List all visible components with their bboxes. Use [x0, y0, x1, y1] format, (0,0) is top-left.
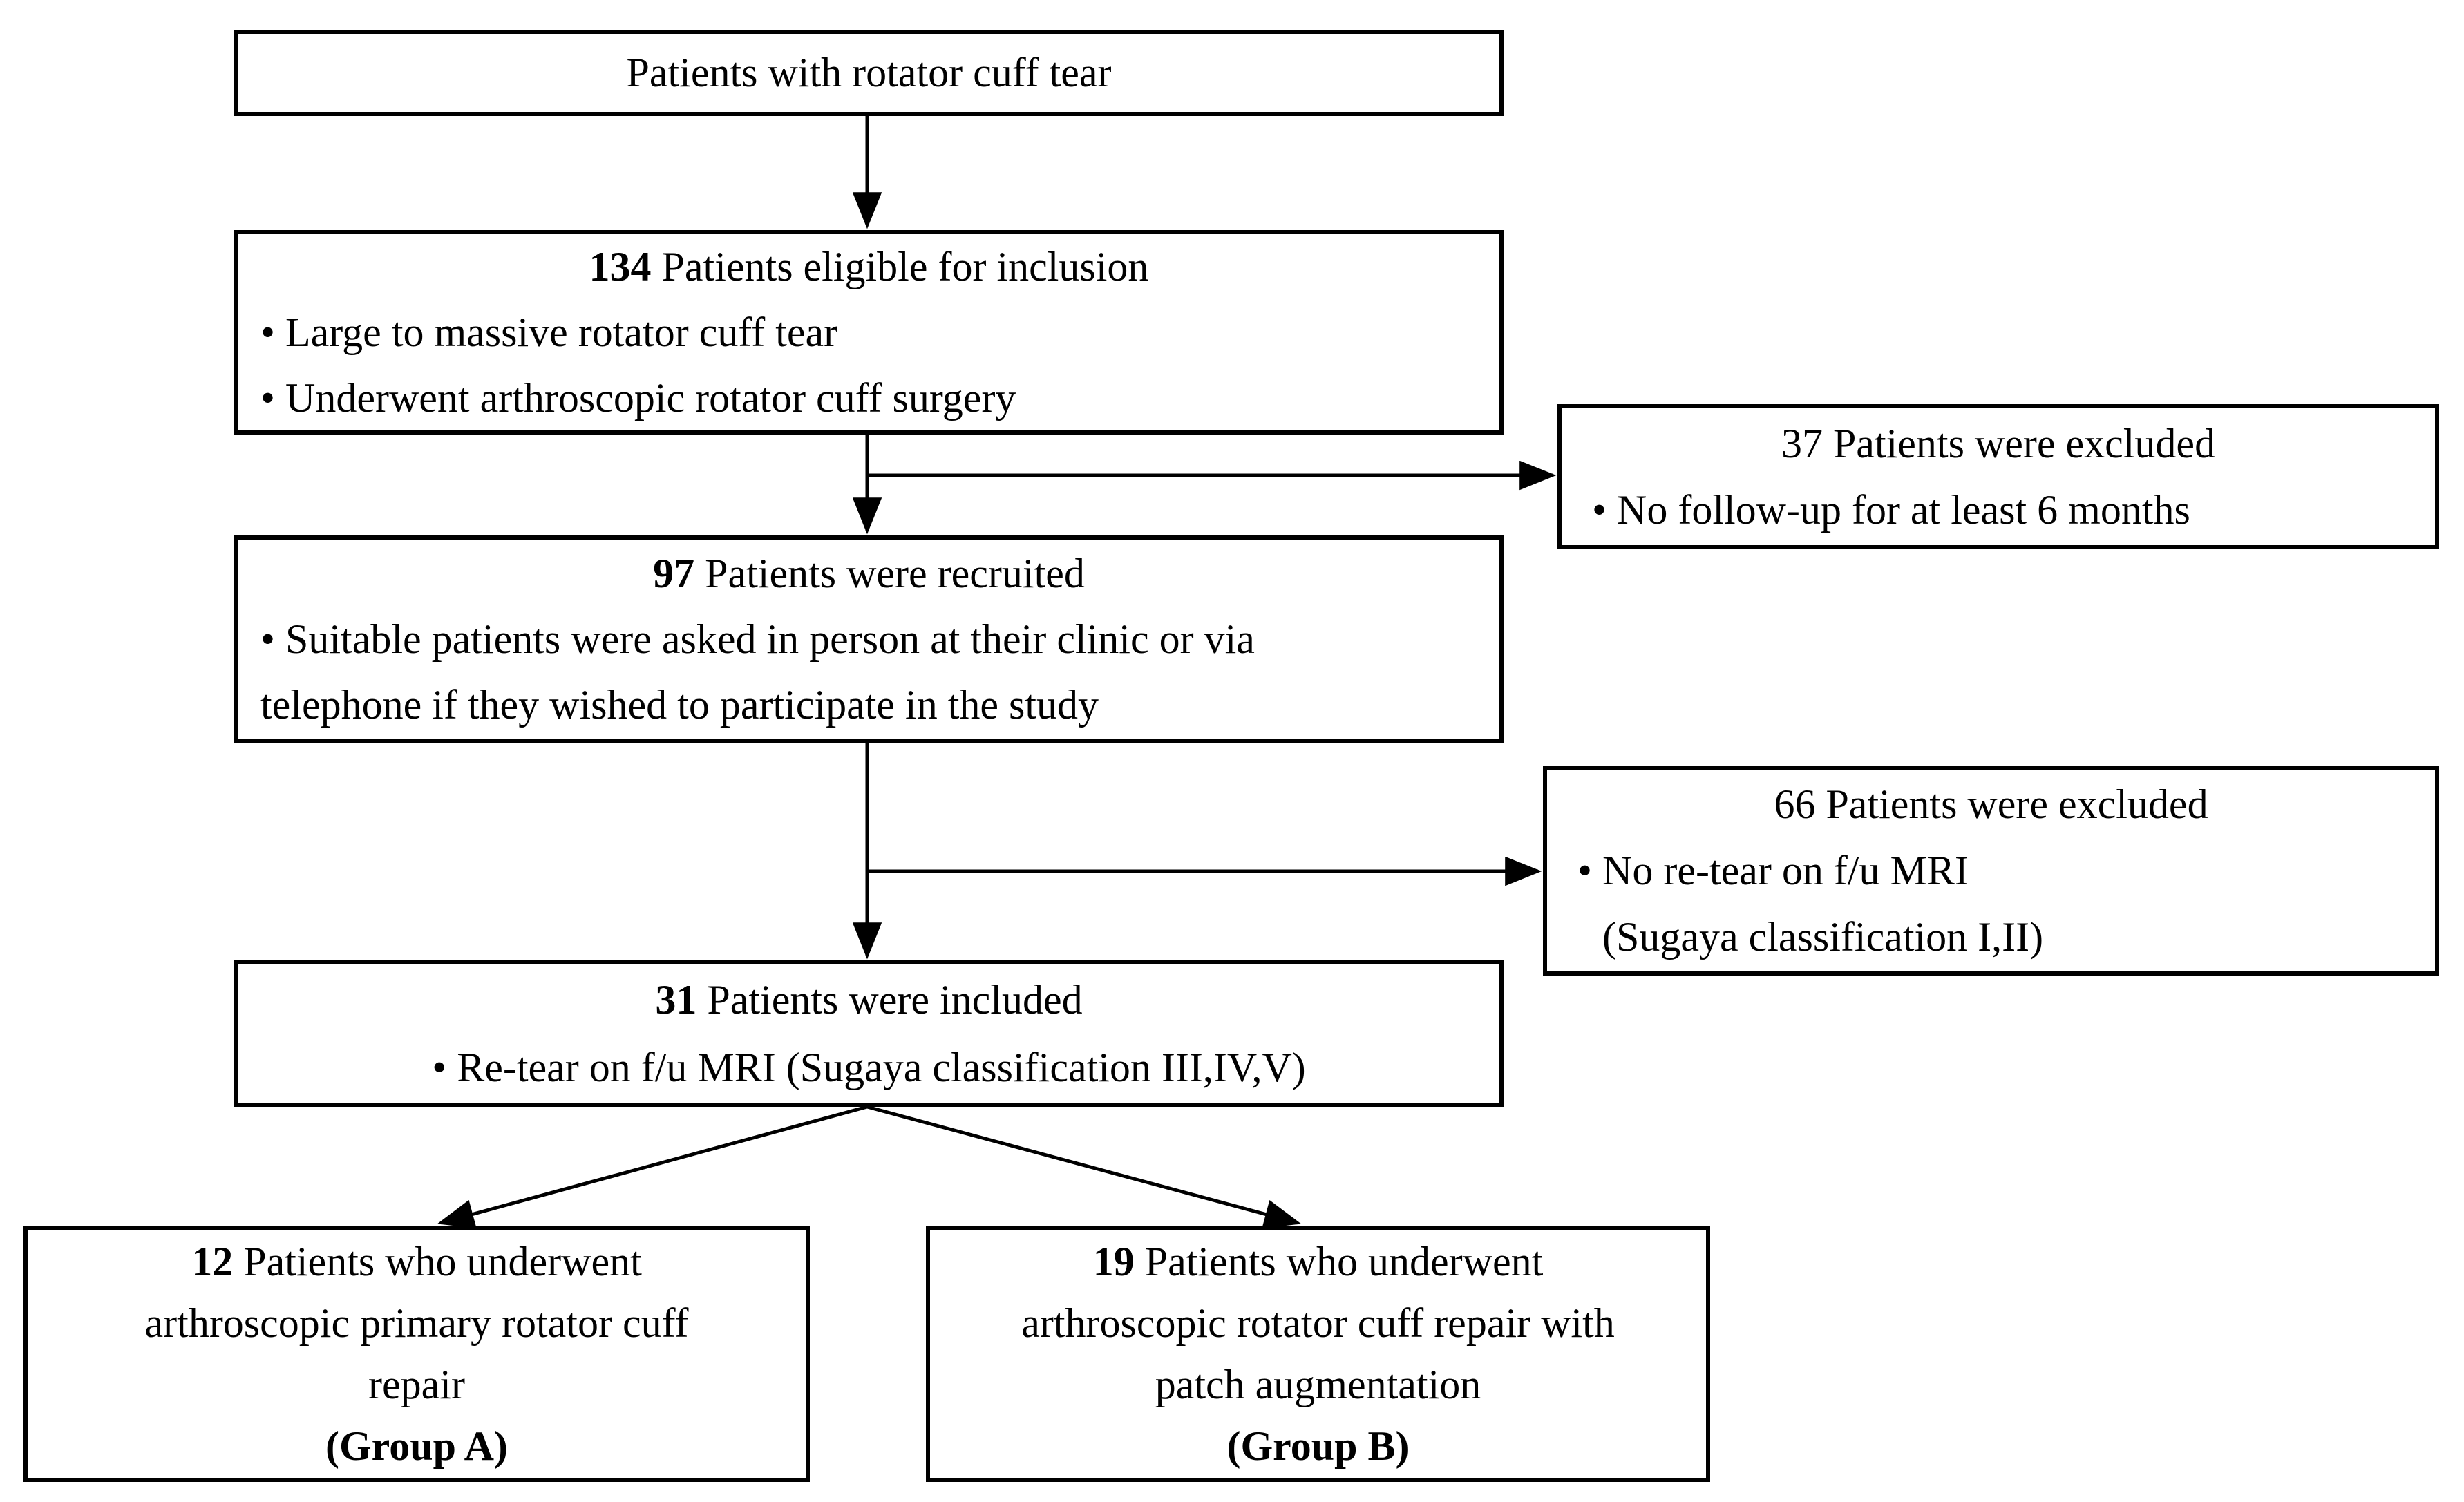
bullet-item-continuation: telephone if they wished to participate …: [260, 682, 1099, 728]
connector-included-to-group-a: [437, 1105, 868, 1228]
group-label: (Group B): [1226, 1423, 1410, 1469]
bullet-item: • Underwent arthroscopic rotator cuff su…: [260, 374, 1016, 421]
patient-count: 31: [655, 977, 697, 1023]
box-included: 31 Patients were included • Re-tear on f…: [234, 960, 1504, 1107]
bullet-item: • No follow-up for at least 6 months: [1592, 487, 2190, 533]
box-patients-rotator-cuff-tear: Patients with rotator cuff tear: [234, 30, 1504, 116]
bullet-item: • Large to massive rotator cuff tear: [260, 309, 838, 355]
box-excluded-no-followup: 37 Patients were excluded • No follow-up…: [1557, 404, 2439, 549]
box-title: 66 Patients were excluded: [1774, 781, 2208, 827]
box-text-line: arthroscopic rotator cuff repair with: [1021, 1300, 1615, 1346]
box-title-text: Patients eligible for inclusion: [651, 243, 1149, 289]
patient-count: 97: [653, 551, 695, 596]
box-text-line: repair: [368, 1362, 465, 1407]
connector-included-to-group-b: [866, 1105, 1302, 1229]
box-title-text: Patients who underwent: [233, 1239, 642, 1284]
box-excluded-no-retear: 66 Patients were excluded • No re-tear o…: [1543, 766, 2439, 976]
bullet-item: • No re-tear on f/u MRI: [1577, 848, 1969, 893]
patient-count: 19: [1092, 1239, 1135, 1284]
bullet-item-note: (Sugaya classification I,II): [1602, 914, 2044, 960]
box-eligible-for-inclusion: 134 Patients eligible for inclusion • La…: [234, 230, 1504, 435]
bullet-item: • Re-tear on f/u MRI (Sugaya classificat…: [432, 1045, 1306, 1090]
bullet-item: • Suitable patients were asked in person…: [260, 616, 1255, 662]
box-title-text: Patients were included: [696, 977, 1083, 1023]
patient-count: 134: [589, 243, 652, 289]
box-text-line: patch augmentation: [1155, 1362, 1481, 1407]
box-title: 37 Patients were excluded: [1781, 421, 2216, 466]
patient-count: 12: [191, 1239, 234, 1284]
box-text-line: arthroscopic primary rotator cuff: [144, 1300, 689, 1346]
box-title: 134 Patients eligible for inclusion: [238, 234, 1499, 300]
box-group-a: 12 Patients who underwent arthroscopic p…: [23, 1226, 810, 1482]
group-label: (Group A): [325, 1423, 508, 1469]
box-title: 97 Patients were recruited: [238, 541, 1499, 607]
box-title: 19 Patients who underwent: [930, 1231, 1706, 1293]
box-title-text: Patients who underwent: [1134, 1239, 1544, 1284]
box-title: 31 Patients were included: [238, 966, 1499, 1034]
box-title: Patients with rotator cuff tear: [626, 50, 1112, 95]
box-title-text: Patients were recruited: [694, 551, 1085, 596]
box-title: 12 Patients who underwent: [28, 1231, 806, 1293]
box-group-b: 19 Patients who underwent arthroscopic r…: [926, 1226, 1710, 1482]
box-recruited: 97 Patients were recruited • Suitable pa…: [234, 535, 1504, 743]
